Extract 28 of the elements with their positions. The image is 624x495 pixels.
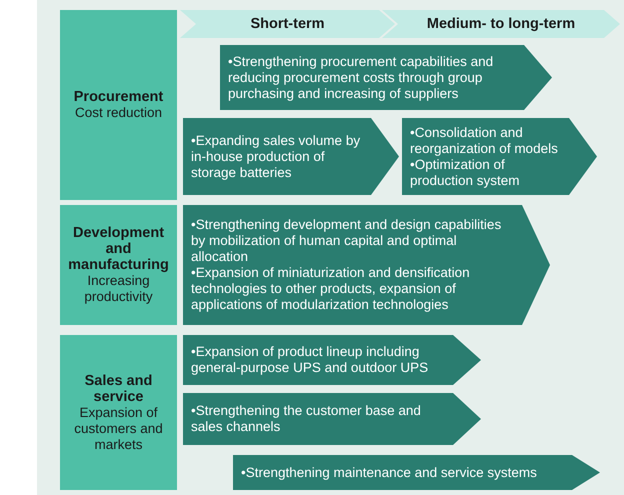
initiative-text: •Consolidation and reorganization of models [410,124,559,156]
category-goal: Increasing productivity [83,273,154,305]
category-title: Sales and service [84,372,154,404]
initiative-text: •Strengthening procurement capabilities and reducing procurement costs through group purchasing and increasing of suppliers [228,54,494,102]
initiative-panel [183,393,481,445]
category-goal: Cost reduction [74,105,162,121]
category-box [60,335,177,490]
initiative-panel [233,455,600,490]
category-title: Development and manufacturing [67,225,170,273]
category-box [60,10,177,200]
category-goal: Expansion of customers and markets [73,404,164,452]
initiative-text: •Strengthening the customer base and sales channels [191,403,422,435]
initiative-text: •Strengthening maintenance and service systems [241,464,538,480]
initiative-text: •Optimization of production system [410,156,521,188]
initiative-panel [183,205,550,325]
category-box [60,205,177,325]
initiative-text: •Expansion of product lineup including general-purpose UPS and outdoor UPS [191,344,430,376]
category-title: Procurement [74,89,164,105]
initiative-text: •Strengthening development and design capabilities by mobilization of human capital and optimal allocation [191,217,502,265]
initiative-panel [220,45,552,110]
initiative-text: •Expansion of miniaturization and densification technologies to other products, expansion of applications of modularization technologies [191,265,471,313]
timeline-label: Medium- to long-term [426,16,576,32]
initiative-panel [183,118,399,195]
period-header [180,10,395,38]
timeline-label: Short-term [250,16,325,32]
initiative-text: •Expanding sales volume by in-house production of storage batteries [191,132,362,180]
initiative-panel [402,118,597,195]
initiative-panel [183,335,481,385]
